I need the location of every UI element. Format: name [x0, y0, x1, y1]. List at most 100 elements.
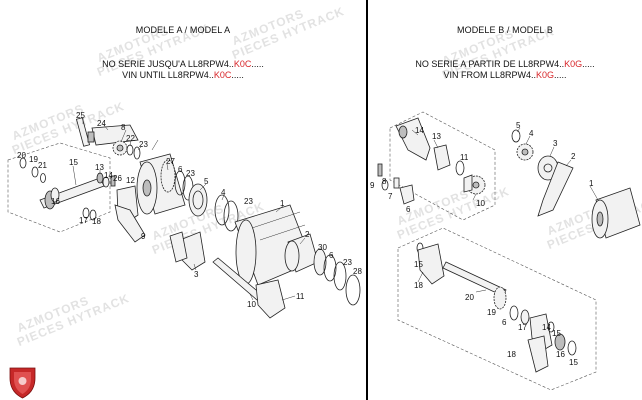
callout-14: 14: [415, 126, 424, 135]
model-b-vin-suffix: .....: [554, 70, 567, 80]
part-15-ring-c: [567, 340, 577, 356]
part-19-gear: [493, 286, 507, 310]
part-7-spring: [393, 177, 400, 189]
model-a-vin-code: K0C: [213, 70, 232, 80]
part-20-ring: [19, 157, 27, 169]
callout-11: 11: [460, 153, 469, 162]
part-5-ring: [511, 129, 521, 143]
assembly-outline: [7, 142, 111, 233]
model-a-serial-note: NO SERIE JUSQU'A LL8RPW4..K0C.....: [0, 59, 366, 69]
model-a-vin-prefix: VIN UNTIL LL8RPW4..: [122, 70, 214, 80]
model-a-vin-note: VIN UNTIL LL8RPW4..K0C.....: [0, 70, 366, 80]
callout-6b: 6: [502, 318, 507, 327]
callout-5: 5: [516, 121, 521, 130]
callout-13: 13: [95, 163, 104, 172]
callout-23: 23: [139, 140, 148, 149]
model-b-vin-note: VIN FROM LL8RPW4..K0G.....: [368, 70, 642, 80]
part-26-pin: [110, 175, 116, 187]
upper-assembly-outline: [389, 111, 496, 221]
callout-17: 17: [518, 323, 527, 332]
callout-15: 15: [414, 260, 423, 269]
model-b-title: MODELE B / MODEL B: [457, 25, 553, 35]
part-22-ring: [126, 144, 134, 156]
callout-18: 18: [414, 281, 423, 290]
callout-10: 10: [247, 300, 256, 309]
model-b-serial-prefix: NO SERIE A PARTIR DE LL8RPW4..: [415, 59, 565, 69]
callout-19: 19: [29, 155, 38, 164]
part-18-fork-b: [527, 335, 549, 373]
part-25-spring: [75, 117, 91, 147]
callout-19: 19: [487, 308, 496, 317]
callout-4: 4: [221, 188, 226, 197]
part-17-washer: [82, 207, 90, 219]
callout-22: 22: [126, 134, 135, 143]
part-28-ring: [345, 274, 361, 306]
model-a-serial-prefix: NO SERIE JUSQU'A LL8RPW4..: [102, 59, 234, 69]
callout-6b: 6: [329, 251, 334, 260]
callout-14: 14: [104, 171, 113, 180]
callout-3: 3: [553, 139, 558, 148]
callout-24: 24: [97, 119, 106, 128]
callout-23c: 23: [244, 197, 253, 206]
callout-15: 15: [69, 158, 78, 167]
part-4-gear: [516, 143, 534, 161]
part-8-gear: [112, 140, 128, 156]
model-b-callouts: 14 13 5 4 3 2 11 9 8 7 6 10 1 15 18 20 1…: [370, 121, 594, 367]
part-6-washer: [509, 305, 519, 321]
callout-6: 6: [406, 205, 411, 214]
part-12-plate: [463, 174, 473, 193]
part-15-ring-b: [547, 321, 555, 333]
part-8-washer: [381, 179, 389, 191]
part-24-lever: [87, 124, 139, 146]
callout-2: 2: [305, 230, 310, 239]
callout-9: 9: [370, 181, 375, 190]
callout-12: 12: [126, 176, 135, 185]
part-6-ring-b: [323, 254, 337, 282]
callout-9: 9: [141, 232, 146, 241]
callout-1: 1: [280, 199, 285, 208]
callout-1: 1: [589, 179, 594, 188]
callout-15c: 15: [569, 358, 578, 367]
part-4-ring: [214, 194, 230, 226]
lower-assembly-outline: [397, 227, 597, 391]
callout-23d: 23: [343, 258, 352, 267]
model-a-serial-code: K0C: [233, 59, 252, 69]
callout-16: 16: [51, 197, 60, 206]
part-6-ring: [174, 170, 186, 196]
part-9-fork: [169, 231, 188, 263]
leader-lines: [72, 118, 306, 301]
part-21-ring: [40, 173, 46, 183]
model-a-panel: MODELE A / MODEL A NO SERIE JUSQU'A LL8R…: [0, 25, 366, 399]
panel-divider: [366, 0, 368, 400]
part-16-collar: [50, 187, 60, 203]
part-11-fork: [255, 279, 286, 319]
part-18-fork: [417, 243, 445, 285]
callout-20: 20: [465, 293, 474, 302]
model-b-serial-note: NO SERIE A PARTIR DE LL8RPW4..K0G.....: [368, 59, 642, 69]
callout-20: 20: [17, 151, 26, 160]
part-9-arm: [114, 204, 146, 243]
part-1-shift-drum: [591, 187, 641, 239]
model-b-vin-prefix: VIN FROM LL8RPW4..: [443, 70, 536, 80]
callout-17: 17: [79, 216, 88, 225]
callout-13: 13: [432, 132, 441, 141]
part-23-ring-d: [333, 261, 347, 291]
part-23-ring-c: [223, 200, 239, 232]
callout-14b: 14: [542, 323, 551, 332]
part-17-ring: [520, 309, 530, 325]
callout-5: 5: [204, 177, 209, 186]
leader-lines: [411, 127, 599, 293]
model-b-serial-code: K0G: [564, 59, 583, 69]
callout-8: 8: [121, 123, 126, 132]
part-14-lever: [395, 117, 431, 161]
part-11-ring: [455, 160, 465, 176]
callout-26: 26: [113, 174, 122, 183]
callout-8: 8: [382, 177, 387, 186]
part-15-shaft: [39, 177, 105, 210]
callout-10: 10: [476, 199, 485, 208]
callout-16: 16: [556, 350, 565, 359]
model-b-serial-suffix: .....: [582, 59, 595, 69]
part-9-bolt: [377, 163, 383, 177]
part-7-drum: [136, 153, 186, 215]
part-19-ring: [31, 166, 39, 178]
